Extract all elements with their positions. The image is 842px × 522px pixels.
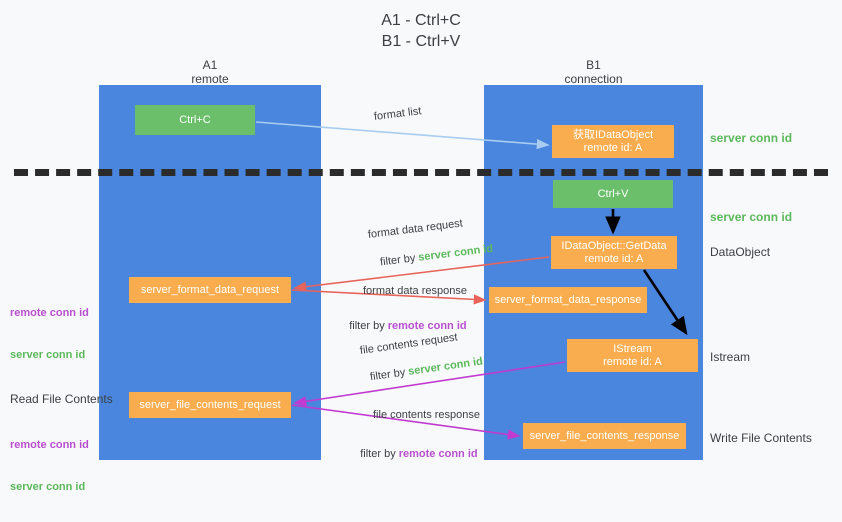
left-note-conn-ids-1: remote conn id server conn id <box>10 278 95 390</box>
filter-value-server-conn-id: server conn id <box>407 355 484 378</box>
left-note-remote-conn-id-2: remote conn id <box>10 439 89 451</box>
node-ctrl-c[interactable]: Ctrl+C <box>135 105 255 135</box>
filter-prefix: filter by <box>349 320 388 332</box>
diagram-canvas: A1 - Ctrl+C B1 - Ctrl+V A1 remote B1 con… <box>10 12 828 493</box>
filter-prefix: filter by <box>379 251 420 269</box>
filter-value-remote-conn-id: remote conn id <box>387 320 467 332</box>
edge-label-file-contents-response-filter: filter by remote conn id <box>348 433 478 475</box>
side-note-dataobject: DataObject <box>710 245 771 259</box>
node-server-format-data-response[interactable]: server_format_data_response <box>489 287 647 313</box>
side-note-write-file-contents: Write File Contents <box>710 431 812 445</box>
left-note-conn-ids-2: remote conn id server conn id <box>10 410 95 522</box>
edge-label-format-list: format list <box>373 105 423 123</box>
edge-label-format-data-response-filter: filter by remote conn id <box>337 305 467 347</box>
page-title: A1 - Ctrl+C B1 - Ctrl+V <box>381 12 461 50</box>
side-note-server-conn-id-top: server conn id <box>710 131 793 145</box>
left-note-server-conn-id-2: server conn id <box>10 481 86 493</box>
side-note-server-conn-id-mid: server conn id <box>710 210 793 224</box>
filter-prefix: filter by <box>360 448 399 460</box>
left-note-read-file-contents: Read File Contents <box>10 392 113 406</box>
node-server-file-contents-response[interactable]: server_file_contents_response <box>523 423 686 449</box>
filter-value-server-conn-id: server conn id <box>417 242 494 264</box>
node-idataobject-getdata[interactable]: IDataObject::GetData remote id: A <box>551 236 677 269</box>
left-note-server-conn-id-1: server conn id <box>10 349 86 361</box>
node-ctrl-v[interactable]: Ctrl+V <box>553 180 673 208</box>
edge-label-file-contents-response: file contents response <box>373 409 481 421</box>
node-istream[interactable]: IStream remote id: A <box>567 339 698 372</box>
node-get-dataobject[interactable]: 获取IDataObject remote id: A <box>552 125 674 158</box>
filter-value-remote-conn-id: remote conn id <box>398 448 478 460</box>
side-note-istream: Istream <box>710 350 751 364</box>
edge-label-format-data-response: format data response <box>363 285 467 297</box>
left-note-remote-conn-id-1: remote conn id <box>10 307 89 319</box>
node-server-file-contents-request[interactable]: server_file_contents_request <box>129 392 291 418</box>
node-server-format-data-request[interactable]: server_format_data_request <box>129 277 291 303</box>
filter-prefix: filter by <box>369 365 410 384</box>
column-header-a1: A1 remote <box>191 58 229 86</box>
phase-divider <box>14 169 828 176</box>
column-header-b1: B1 connection <box>564 58 623 86</box>
